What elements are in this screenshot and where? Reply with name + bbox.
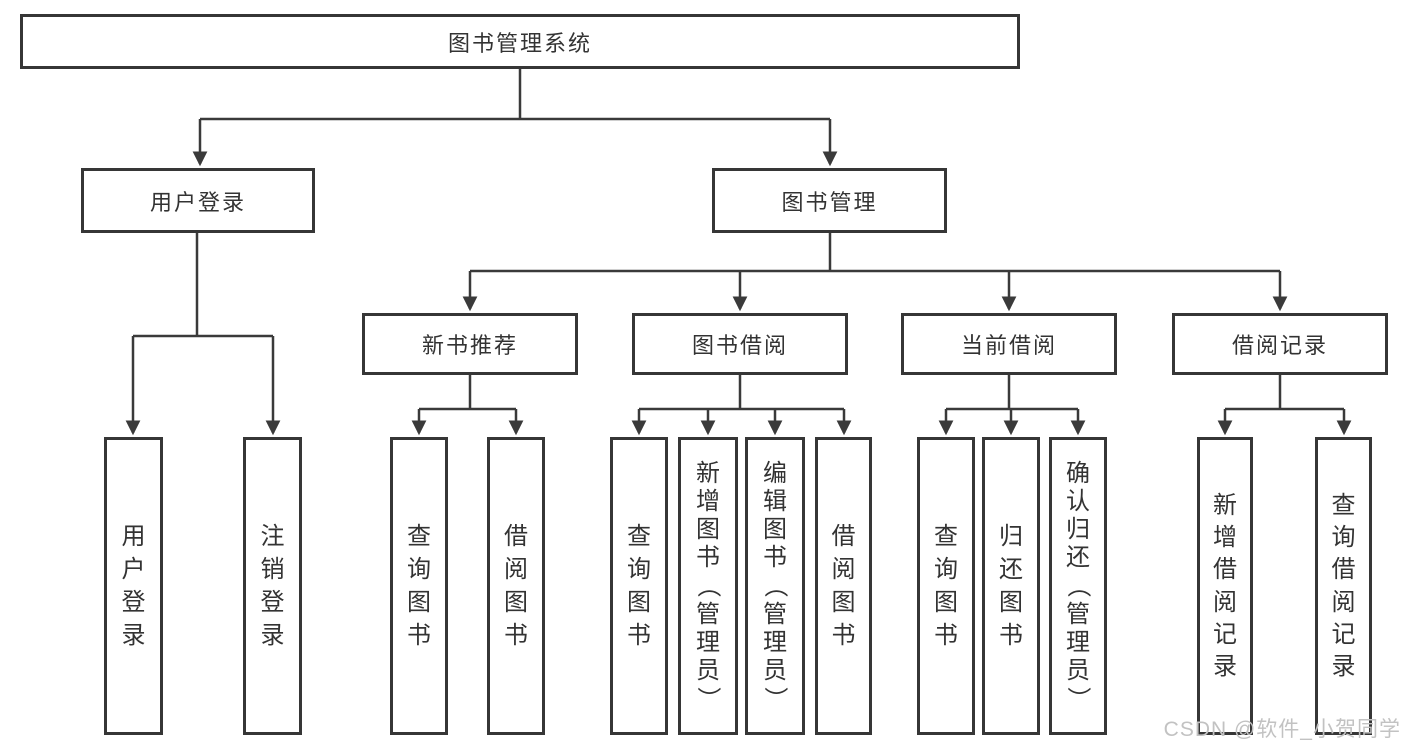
leaf-label: 确认归还（管理员）	[1064, 459, 1092, 711]
leaf-label: 借阅图书	[504, 522, 528, 650]
leaf-label: 用户登录	[121, 522, 146, 650]
leaf-query-borrow-record: 查询借阅记录	[1315, 437, 1372, 735]
leaf-user-login: 用户登录	[104, 437, 163, 735]
leaf-label: 归还图书	[999, 522, 1023, 650]
leaf-label: 注销登录	[260, 522, 285, 650]
node-book-borrow: 图书借阅	[632, 313, 848, 375]
node-user-login: 用户登录	[81, 168, 315, 233]
leaf-logout: 注销登录	[243, 437, 302, 735]
leaf-borrow-book-2: 借阅图书	[815, 437, 872, 735]
node-current-borrow: 当前借阅	[901, 313, 1117, 375]
leaf-label: 查询图书	[934, 522, 958, 650]
csdn-watermark: CSDN @软件_小贺同学	[1163, 718, 1401, 741]
node-new-book-recommend: 新书推荐	[362, 313, 578, 375]
leaf-query-book-1: 查询图书	[390, 437, 448, 735]
node-label: 图书管理系统	[447, 30, 592, 56]
leaf-label: 查询借阅记录	[1331, 491, 1356, 680]
leaf-label: 查询图书	[407, 522, 431, 650]
node-library-management-system: 图书管理系统	[20, 14, 1020, 69]
leaf-add-book-admin: 新增图书（管理员）	[678, 437, 738, 735]
node-label: 图书借阅	[691, 333, 788, 358]
leaf-query-book-2: 查询图书	[610, 437, 668, 735]
node-label: 用户登录	[149, 189, 246, 215]
leaf-label: 新增借阅记录	[1213, 491, 1237, 680]
leaf-query-book-3: 查询图书	[917, 437, 975, 735]
node-label: 借阅记录	[1231, 333, 1328, 358]
node-label: 图书管理	[781, 189, 878, 215]
leaf-edit-book-admin: 编辑图书（管理员）	[745, 437, 805, 735]
leaf-return-book: 归还图书	[982, 437, 1040, 735]
node-book-management: 图书管理	[712, 168, 947, 233]
leaf-label: 借阅图书	[831, 522, 856, 650]
leaf-label: 查询图书	[627, 522, 651, 650]
node-label: 新书推荐	[421, 333, 518, 358]
leaf-confirm-return-admin: 确认归还（管理员）	[1049, 437, 1107, 735]
node-label: 当前借阅	[960, 333, 1057, 358]
leaf-label: 编辑图书（管理员）	[761, 459, 789, 711]
leaf-add-borrow-record: 新增借阅记录	[1197, 437, 1253, 735]
node-borrow-records: 借阅记录	[1172, 313, 1388, 375]
leaf-label: 新增图书（管理员）	[694, 459, 722, 711]
leaf-borrow-book-1: 借阅图书	[487, 437, 545, 735]
